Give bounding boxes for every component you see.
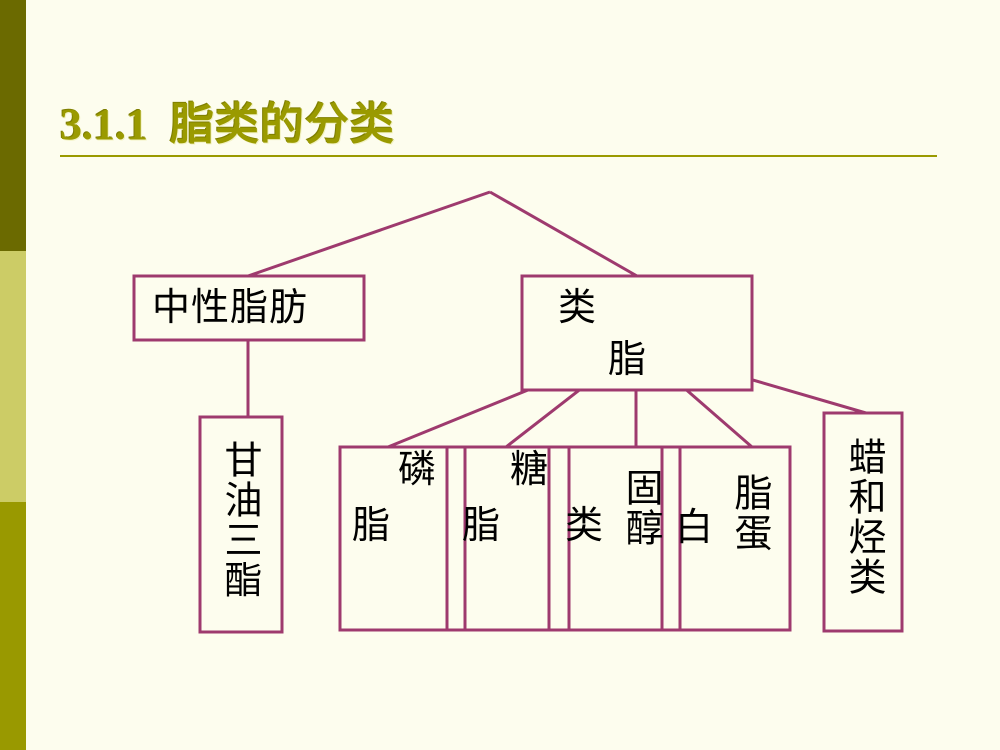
label-neutral-fat: 中性脂肪 (152, 285, 309, 329)
edge-root-to-lipoid (489, 190, 638, 278)
sidebar-band-top (0, 0, 26, 251)
label-lipoprotein-right: 脂蛋 (728, 473, 772, 553)
label-phospholipid-top: 磷 (398, 447, 438, 491)
page-title: 3.1.1 脂类的分类 (60, 88, 395, 152)
label-triglyceride: 甘油三酯 (218, 440, 262, 600)
label-sterol-right: 固醇 (619, 468, 663, 548)
box-neutral-fat (132, 274, 366, 342)
label-lipoprotein-left: 白 (675, 505, 715, 549)
label-wax-hydrocarbon: 蜡和烃类 (842, 437, 886, 597)
label-phospholipid-bottom: 脂 (352, 503, 392, 547)
box-triglyceride (198, 415, 284, 634)
title-number: 3.1.1 (60, 100, 148, 149)
sidebar-band-bottom (0, 502, 26, 750)
title-underline (60, 155, 937, 157)
label-lipoid-line2: 脂 (608, 337, 648, 381)
edge-root-to-neutral-fat (247, 190, 491, 278)
title-text: 脂类的分类 (170, 100, 395, 149)
box-group-lipoid-children (338, 445, 792, 632)
label-sterol-left: 类 (565, 503, 605, 547)
sidebar-band-middle (0, 251, 26, 502)
label-glycolipid-bottom: 脂 (462, 503, 502, 547)
label-glycolipid-top: 糖 (510, 447, 550, 491)
label-lipoid-line1: 类 (558, 285, 598, 329)
box-lipoid (520, 274, 754, 392)
box-wax-hydrocarbon (822, 411, 904, 633)
